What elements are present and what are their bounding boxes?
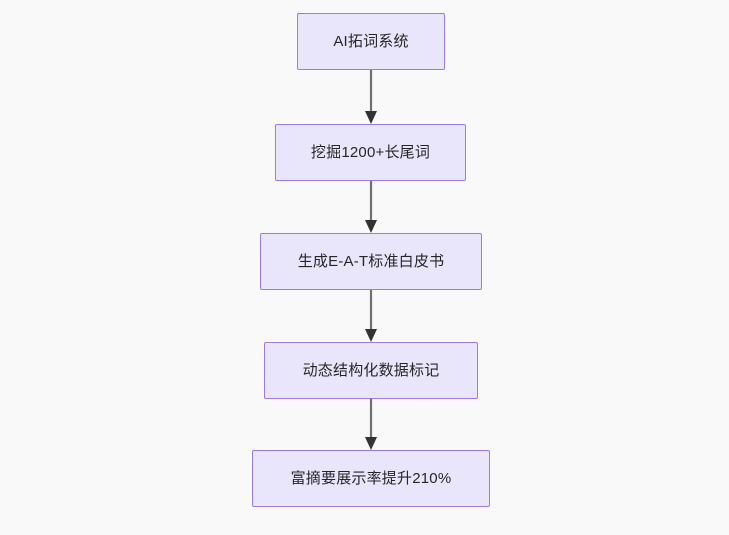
edge-node-1-to-node-2 bbox=[356, 70, 386, 124]
edge-node-2-to-node-3 bbox=[356, 181, 386, 233]
edge-node-4-to-node-5 bbox=[356, 399, 386, 450]
node-label: 动态结构化数据标记 bbox=[302, 362, 440, 379]
flowchart-node-mine-longtail-keywords[interactable]: 挖掘1200+长尾词 bbox=[275, 124, 466, 181]
flowchart-node-ai-keyword-system[interactable]: AI拓词系统 bbox=[297, 13, 445, 70]
node-label: 富摘要展示率提升210% bbox=[290, 470, 452, 487]
node-label: AI拓词系统 bbox=[333, 33, 409, 50]
edge-node-3-to-node-4 bbox=[356, 290, 386, 342]
flowchart-node-generate-eat-whitepaper[interactable]: 生成E-A-T标准白皮书 bbox=[260, 233, 482, 290]
flowchart-node-dynamic-structured-data-markup[interactable]: 动态结构化数据标记 bbox=[264, 342, 478, 399]
flowchart-node-rich-snippet-rate-increase[interactable]: 富摘要展示率提升210% bbox=[252, 450, 490, 507]
node-label: 挖掘1200+长尾词 bbox=[310, 144, 431, 161]
node-label: 生成E-A-T标准白皮书 bbox=[297, 253, 445, 270]
